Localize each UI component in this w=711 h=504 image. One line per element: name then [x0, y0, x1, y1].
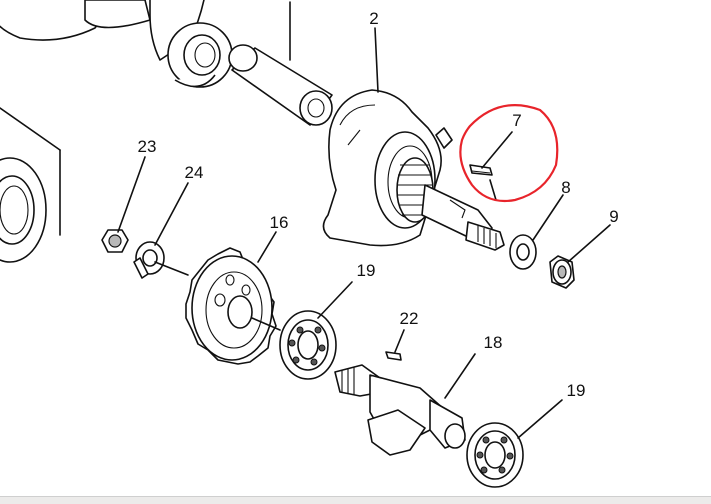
callout-16: 16: [270, 213, 289, 232]
nut-9: [549, 255, 575, 289]
gear-16: [185, 247, 281, 365]
woodruff-key-7: [469, 164, 493, 176]
leader-19b: [517, 399, 563, 439]
callout-8: 8: [561, 178, 570, 197]
callout-9: 9: [609, 207, 618, 226]
callout-19-upper: 19: [357, 261, 376, 280]
crankshaft: [322, 89, 505, 251]
bearing-balls: [476, 436, 514, 474]
viewer-bottom-bar: [0, 496, 711, 504]
pin-22: [385, 351, 402, 361]
nut-23: [101, 229, 129, 253]
callout-7: 7: [512, 111, 521, 130]
crank-pin: [228, 44, 333, 126]
bearing-19-lower: [466, 422, 524, 488]
leader-7: [481, 131, 513, 169]
callout-18: 18: [484, 333, 503, 352]
balancer-shaft-18: [334, 364, 466, 456]
bearing-19-upper: [279, 310, 337, 380]
callout-19-lower: 19: [567, 381, 586, 400]
leader-23: [117, 156, 146, 233]
callout-numbers: 2 7 8 9 16 18 19 19 22 23 24: [138, 9, 619, 400]
lock-washer-24: [133, 241, 189, 279]
leader-8: [532, 194, 564, 241]
callout-23: 23: [138, 137, 157, 156]
leader-19a: [317, 281, 353, 319]
connecting-rod: [0, 0, 233, 88]
leader-9: [567, 224, 611, 263]
leader-2: [374, 27, 379, 93]
left-bearing: [0, 157, 47, 263]
highlight-circle: [459, 104, 559, 203]
leader-7b: [489, 179, 497, 201]
callout-22: 22: [400, 309, 419, 328]
callout-24: 24: [185, 163, 204, 182]
frame-lines: [0, 1, 291, 236]
leader-24: [154, 182, 189, 246]
leader-22: [394, 329, 405, 353]
washer-8: [509, 234, 537, 270]
bearing-balls: [288, 326, 326, 366]
leader-18: [444, 353, 476, 399]
leader-lines: [117, 27, 611, 439]
leader-16: [257, 231, 277, 263]
callout-2: 2: [369, 9, 378, 28]
